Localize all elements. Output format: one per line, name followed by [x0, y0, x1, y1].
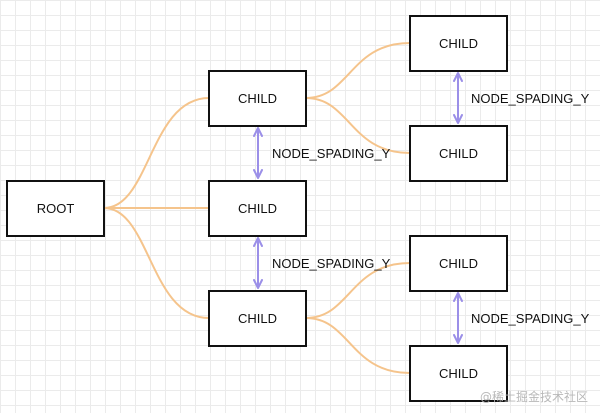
- edge-root-to-child-lower: [103, 207, 210, 319]
- leaf-node-2: CHILD: [409, 125, 508, 182]
- spacing-arrows: [253, 72, 463, 344]
- edges: [103, 42, 411, 374]
- child-node-label: CHILD: [238, 311, 277, 326]
- leaf-node-3: CHILD: [409, 235, 508, 292]
- edge-root-to-child-upper: [103, 97, 210, 209]
- leaf-node-4: CHILD: [409, 345, 508, 402]
- root-node-label: ROOT: [37, 201, 75, 216]
- spacing-label-right-lower: NODE_SPADING_Y: [471, 311, 590, 326]
- root-node-box: [6, 180, 105, 237]
- watermark: @稀土掘金技术社区: [479, 390, 588, 404]
- edge-upper-child-to-top-leaf: [305, 42, 411, 99]
- child-node-label: CHILD: [238, 201, 277, 216]
- child-node-label: CHILD: [439, 256, 478, 271]
- child-node-label: CHILD: [439, 366, 478, 381]
- edge-upper-child-to-second-leaf: [305, 97, 411, 154]
- root-node: ROOT: [6, 180, 105, 237]
- child-node-box: [409, 235, 508, 292]
- child-node-middle: CHILD: [208, 180, 307, 237]
- edge-lower-child-to-third-leaf: [305, 262, 411, 319]
- child-node-label: CHILD: [238, 91, 277, 106]
- child-node-box: [208, 290, 307, 347]
- edge-lower-child-to-bottom-leaf: [305, 317, 411, 374]
- child-node-box: [208, 70, 307, 127]
- child-node-label: CHILD: [439, 146, 478, 161]
- child-node-lower: CHILD: [208, 290, 307, 347]
- spacing-label-left-upper: NODE_SPADING_Y: [272, 146, 391, 161]
- child-node-upper: CHILD: [208, 70, 307, 127]
- child-node-box: [409, 15, 508, 72]
- spacing-label-left-lower: NODE_SPADING_Y: [272, 256, 391, 271]
- child-node-box: [208, 180, 307, 237]
- child-node-box: [409, 125, 508, 182]
- child-node-box: [409, 345, 508, 402]
- leaf-node-1: CHILD: [409, 15, 508, 72]
- spacing-label-right-upper: NODE_SPADING_Y: [471, 91, 590, 106]
- child-node-label: CHILD: [439, 36, 478, 51]
